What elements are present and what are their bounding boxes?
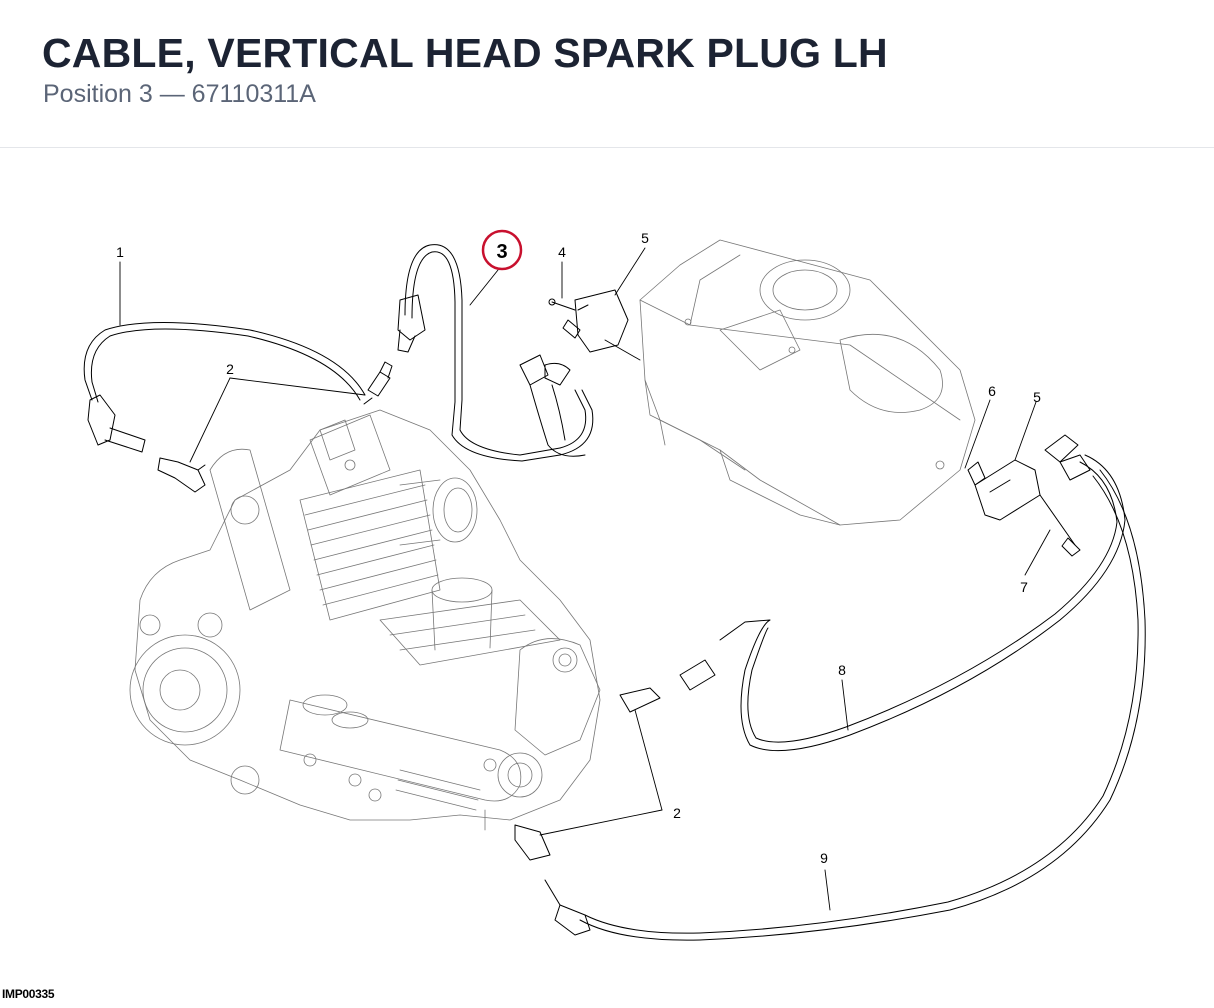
callout-9: 9 [820, 850, 828, 866]
page-header: CABLE, VERTICAL HEAD SPARK PLUG LH Posit… [0, 0, 1214, 148]
callout-2-lower: 2 [673, 805, 681, 821]
cable-9 [514, 469, 1146, 941]
highlight-ring [481, 229, 523, 271]
page-subtitle: Position 3 — 67110311A [43, 80, 316, 108]
callout-1: 1 [116, 244, 124, 260]
diagram-drawing: 1 2 4 5 5 6 7 8 9 2 3 [83, 229, 1146, 941]
airbox-drawing [639, 239, 976, 526]
exploded-parts-diagram: 1 2 4 5 5 6 7 8 9 2 3 [0, 150, 1214, 1003]
callout-2-upper: 2 [226, 361, 234, 377]
callout-3: 3 [496, 241, 507, 263]
spark-plugs-upper [157, 361, 393, 493]
callout-4: 4 [558, 244, 566, 260]
coil-lower [967, 434, 1091, 557]
cable-3 [397, 244, 594, 462]
callout-5-lower: 5 [1033, 389, 1041, 405]
image-reference: IMP00335 [2, 987, 55, 1001]
coil-upper [519, 289, 629, 457]
cable-8 [619, 454, 1126, 752]
callout-6: 6 [988, 383, 996, 399]
engine-drawing [129, 409, 601, 831]
cable-1 [83, 322, 366, 453]
callout-7: 7 [1020, 579, 1028, 595]
callout-8: 8 [838, 662, 846, 678]
callout-3-highlight[interactable]: 3 [481, 229, 523, 271]
leader-lines [119, 247, 1051, 911]
page-title: CABLE, VERTICAL HEAD SPARK PLUG LH [42, 30, 888, 76]
callout-5-upper: 5 [641, 230, 649, 246]
